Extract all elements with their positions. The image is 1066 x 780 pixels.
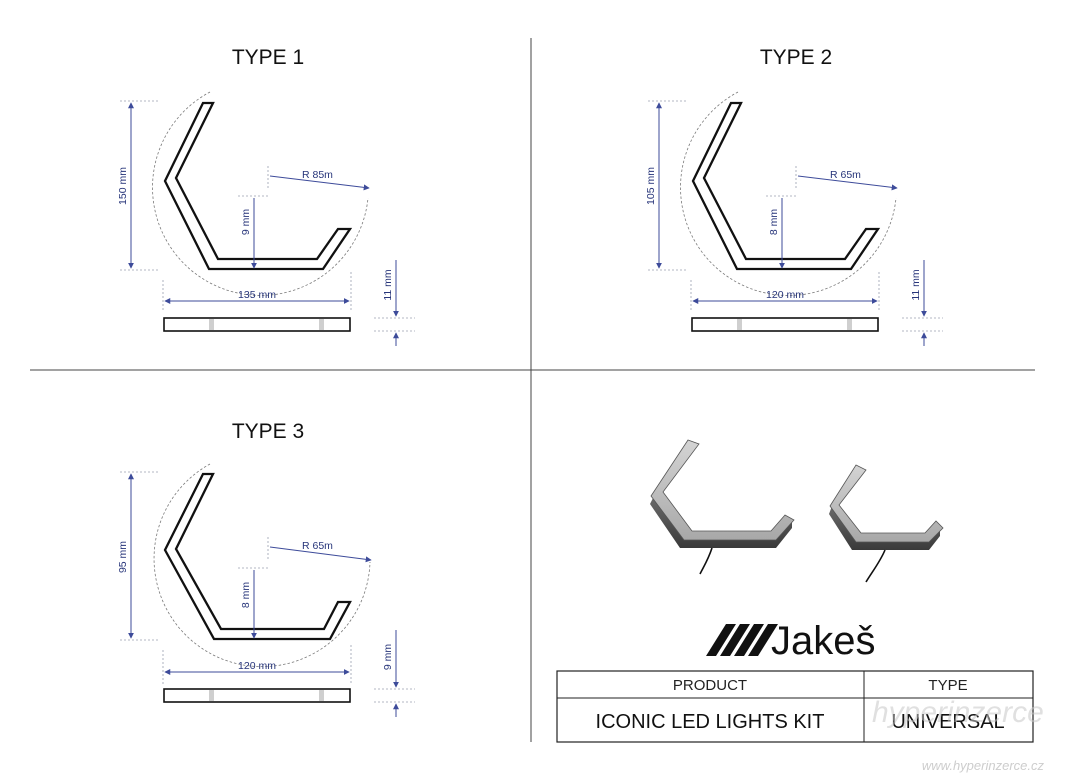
- type-2-height-label: 105 mm: [645, 167, 657, 205]
- type-2-radius-line: [797, 175, 898, 191]
- type-3-led-window-right: [319, 690, 324, 701]
- logo-text: Jakeš: [771, 619, 876, 663]
- table-cell-product: ICONIC LED LIGHTS KIT: [596, 711, 825, 733]
- type-2-thickness-label: 11 mm: [910, 269, 922, 301]
- type-1-radius-arc: [152, 91, 369, 296]
- table-header-type: TYPE: [928, 677, 967, 694]
- type-3-panel: TYPE 3 95 mm R 65m 8 mm 120 mm 9 mm: [117, 420, 415, 717]
- type-2-frame-outline: [691, 101, 881, 271]
- type-1-thickness-label: 11 mm: [382, 269, 394, 301]
- type-1-radius-label: R 85m: [302, 169, 333, 181]
- watermark: hyperinzerce www.hyperinzerce.cz: [872, 696, 1044, 773]
- table-cell-type: UNIVERSAL: [891, 711, 1004, 733]
- type-1-width-label: 135 mm: [238, 289, 276, 301]
- product-render: [650, 439, 944, 583]
- table-frame: [556, 670, 1034, 743]
- led-light-small: [829, 464, 944, 583]
- type-3-led-window-left: [209, 690, 214, 701]
- type-3-radius-arc: [153, 463, 371, 667]
- type-3-frame-outline: [163, 472, 352, 641]
- type-3-width-label: 120 mm: [238, 660, 276, 672]
- type-1-title: TYPE 1: [232, 46, 304, 69]
- type-2-title: TYPE 2: [760, 46, 832, 69]
- type-2-radius-arc: [680, 91, 897, 296]
- type-1-panel: TYPE 1 150 mm R 85m 9 mm 135 mm 11 mm: [117, 46, 415, 346]
- logo-stripes-icon: [706, 624, 778, 656]
- type-2-width-label: 120 mm: [766, 289, 804, 301]
- type-1-led-window-right: [319, 319, 324, 330]
- type-2-led-window-left: [737, 319, 742, 330]
- type-1-radius-line: [269, 175, 370, 191]
- type-3-title: TYPE 3: [232, 420, 304, 443]
- type-1-frame-outline: [163, 101, 353, 271]
- type-1-led-window-left: [209, 319, 214, 330]
- type-2-radius-label: R 65m: [830, 169, 861, 181]
- brand-logo: Jakeš: [706, 619, 876, 663]
- type-2-panel: TYPE 2 105 mm R 65m 8 mm 120 mm 11 mm: [645, 46, 943, 346]
- type-2-led-window-right: [847, 319, 852, 330]
- type-3-radius-line: [269, 546, 372, 563]
- type-1-height-label: 150 mm: [117, 167, 129, 205]
- table-header-product: PRODUCT: [673, 677, 747, 694]
- type-2-inner-label: 8 mm: [768, 209, 780, 236]
- product-table: PRODUCT TYPE ICONIC LED LIGHTS KIT UNIVE…: [556, 670, 1034, 743]
- type-3-height-label: 95 mm: [117, 541, 129, 573]
- led-light-large: [650, 439, 795, 575]
- watermark-big-text: hyperinzerce: [872, 696, 1044, 729]
- type-3-inner-label: 8 mm: [240, 582, 252, 609]
- type-3-radius-label: R 65m: [302, 540, 333, 552]
- type-1-inner-label: 9 mm: [240, 209, 252, 236]
- type-3-thickness-label: 9 mm: [382, 644, 394, 671]
- watermark-url: www.hyperinzerce.cz: [922, 758, 1045, 773]
